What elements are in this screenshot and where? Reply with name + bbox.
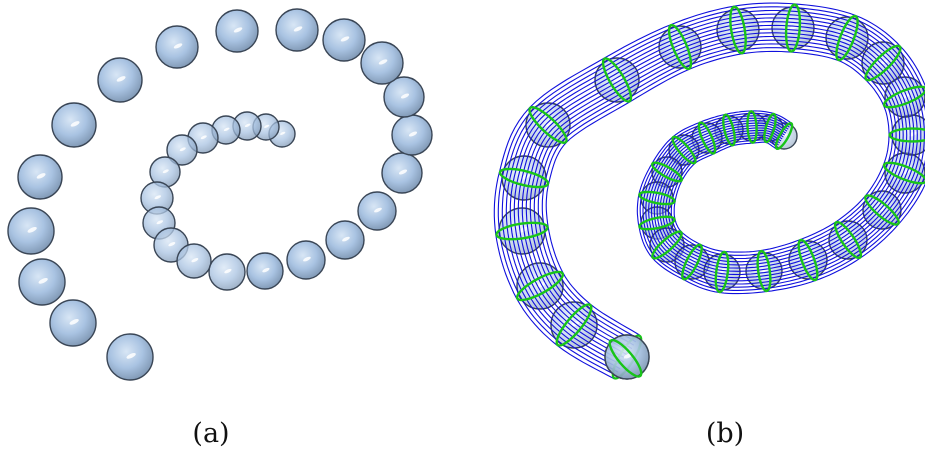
sphere xyxy=(18,155,62,199)
tube-wireframe-plot xyxy=(462,0,925,410)
sphere xyxy=(358,192,396,230)
sphere xyxy=(52,103,96,147)
sphere xyxy=(382,153,422,193)
panel-a: (a) xyxy=(0,0,462,461)
sphere xyxy=(605,335,649,379)
sphere xyxy=(50,300,96,346)
sphere xyxy=(392,115,432,155)
sphere xyxy=(8,208,54,254)
sphere xyxy=(326,221,364,259)
sphere xyxy=(704,254,740,290)
sphere xyxy=(247,253,283,289)
sphere xyxy=(156,26,198,68)
sphere xyxy=(107,334,153,380)
sphere xyxy=(276,9,318,51)
caption-a: (a) xyxy=(192,418,229,449)
sphere xyxy=(19,259,65,305)
caption-b: (b) xyxy=(706,418,744,449)
spheres-plot xyxy=(0,0,462,410)
panel-b: (b) xyxy=(462,0,925,461)
sphere xyxy=(209,254,245,290)
sphere xyxy=(98,58,142,102)
sphere xyxy=(216,10,258,52)
sphere xyxy=(361,42,403,84)
sphere xyxy=(287,241,325,279)
sphere xyxy=(323,19,365,61)
sphere xyxy=(177,244,211,278)
